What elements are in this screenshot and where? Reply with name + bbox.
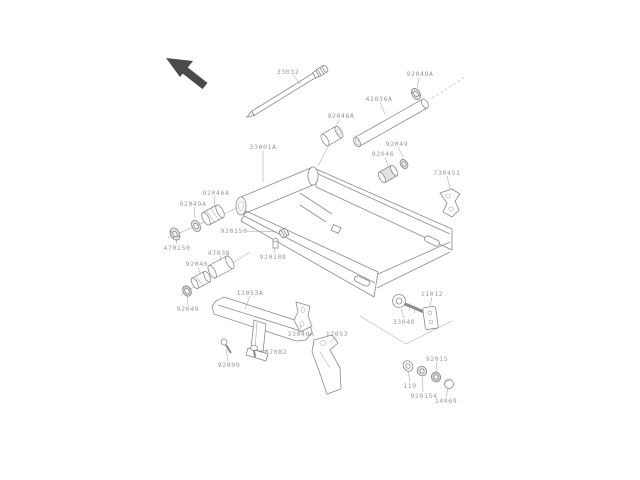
part-label-92015: 92015 [426,355,449,363]
bushing-top [320,125,344,147]
bushing-lower-left [190,270,212,290]
part-label-33040: 33040 [393,318,416,326]
adjuster-cap [422,305,439,330]
pivot-sleeve [353,98,429,147]
part-label-92046a-left: 92046A [202,189,229,197]
part-label-470150: 470150 [163,244,190,252]
part-label-33001a: 33001A [249,143,276,151]
pivot-shaft [245,64,329,118]
nut-outer [430,371,442,383]
part-label-920108: 920108 [259,253,286,261]
direction-arrow-icon [166,58,208,90]
part-label-92049-lowleft: 92049 [177,305,200,313]
part-label-11012: 11012 [421,290,444,298]
seal-left [191,219,201,233]
nut-inner [416,365,428,377]
bolt [220,338,232,354]
bracket-center [293,301,313,333]
lock-washer-left [169,227,181,241]
part-label-92049a-left: 92049A [179,200,206,208]
chain-slipper [311,334,342,395]
part-labels: 33032 92049A 42036A 92046A 92049 92046 3… [163,68,460,405]
part-label-92049-right: 92049 [386,140,409,148]
seal-top-right [411,88,421,100]
part-label-12053a: 12053A [236,289,263,297]
cap-nut [444,379,454,389]
seal-lower-left [182,285,192,297]
seal-right-mid [399,158,409,170]
part-label-12053: 12053 [326,330,349,338]
part-label-670b2: 670B2 [265,348,288,356]
leader-lines [175,74,451,398]
part-label-47038: 47038 [208,249,231,257]
part-label-920154: 920154 [410,392,437,400]
part-label-92046a-top: 92046A [327,112,354,120]
part-label-33040a: 33040A [287,330,314,338]
part-label-92046-lowleft: 92046 [186,260,209,268]
part-label-14069: 14069 [435,397,458,405]
part-label-920150: 920150 [220,227,247,235]
part-label-33032: 33032 [277,68,300,76]
swingarm-body [235,166,453,298]
part-label-92049a-top: 92049A [406,70,433,78]
collar-center [279,227,289,239]
chain-adjuster-bolt [392,294,425,314]
part-label-42036a: 42036A [365,95,392,103]
stop-pin [272,238,279,249]
part-label-730451: 730451 [433,169,460,177]
part-label-92046-right: 92046 [372,150,395,158]
bushing-left [201,204,225,226]
screw-washer [250,345,258,358]
bracket-right [439,188,461,218]
washer [402,360,414,372]
bushing-right-mid [377,164,399,184]
part-label-92009: 92009 [218,361,241,369]
part-label-110: 110 [403,382,417,390]
collar-lower-left [207,255,235,279]
chain-guide [211,296,313,362]
